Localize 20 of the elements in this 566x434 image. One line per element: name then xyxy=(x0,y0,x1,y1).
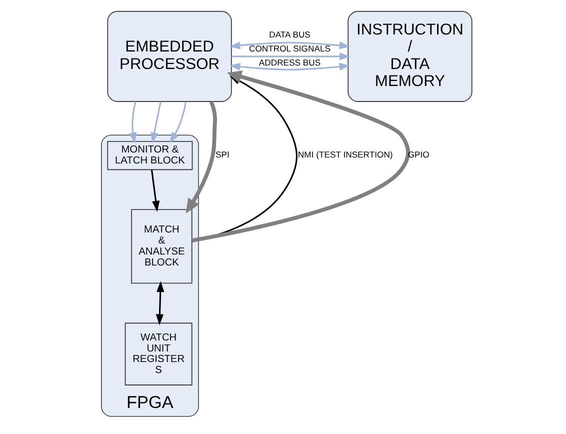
arrow xyxy=(128,102,136,144)
node-box: WATCH UNIT REGISTER S xyxy=(124,322,192,386)
node-box: MATCH & ANALYSE BLOCK xyxy=(130,209,192,284)
arrow xyxy=(228,62,350,71)
edge-label: ADDRESS BUS xyxy=(258,58,320,68)
edge-label: SPI xyxy=(214,150,229,160)
arrow xyxy=(230,52,350,60)
arrow xyxy=(155,281,164,326)
arrow xyxy=(169,102,186,144)
node-box: MONITOR & LATCH BLOCK xyxy=(106,140,192,170)
edge-label: CONTROL SIGNALS xyxy=(248,44,330,54)
node-box: INSTRUCTION / DATA MEMORY xyxy=(347,10,472,102)
arrow xyxy=(150,102,161,144)
arrow xyxy=(185,101,216,214)
arrow xyxy=(228,42,350,50)
edge-label: GPIO xyxy=(407,150,429,160)
node-box: EMBEDDED PROCESSOR xyxy=(106,10,232,102)
edge-label: DATA BUS xyxy=(268,29,310,40)
edge-label: NMI (TEST INSERTION) xyxy=(297,150,392,160)
arrow xyxy=(150,170,160,212)
